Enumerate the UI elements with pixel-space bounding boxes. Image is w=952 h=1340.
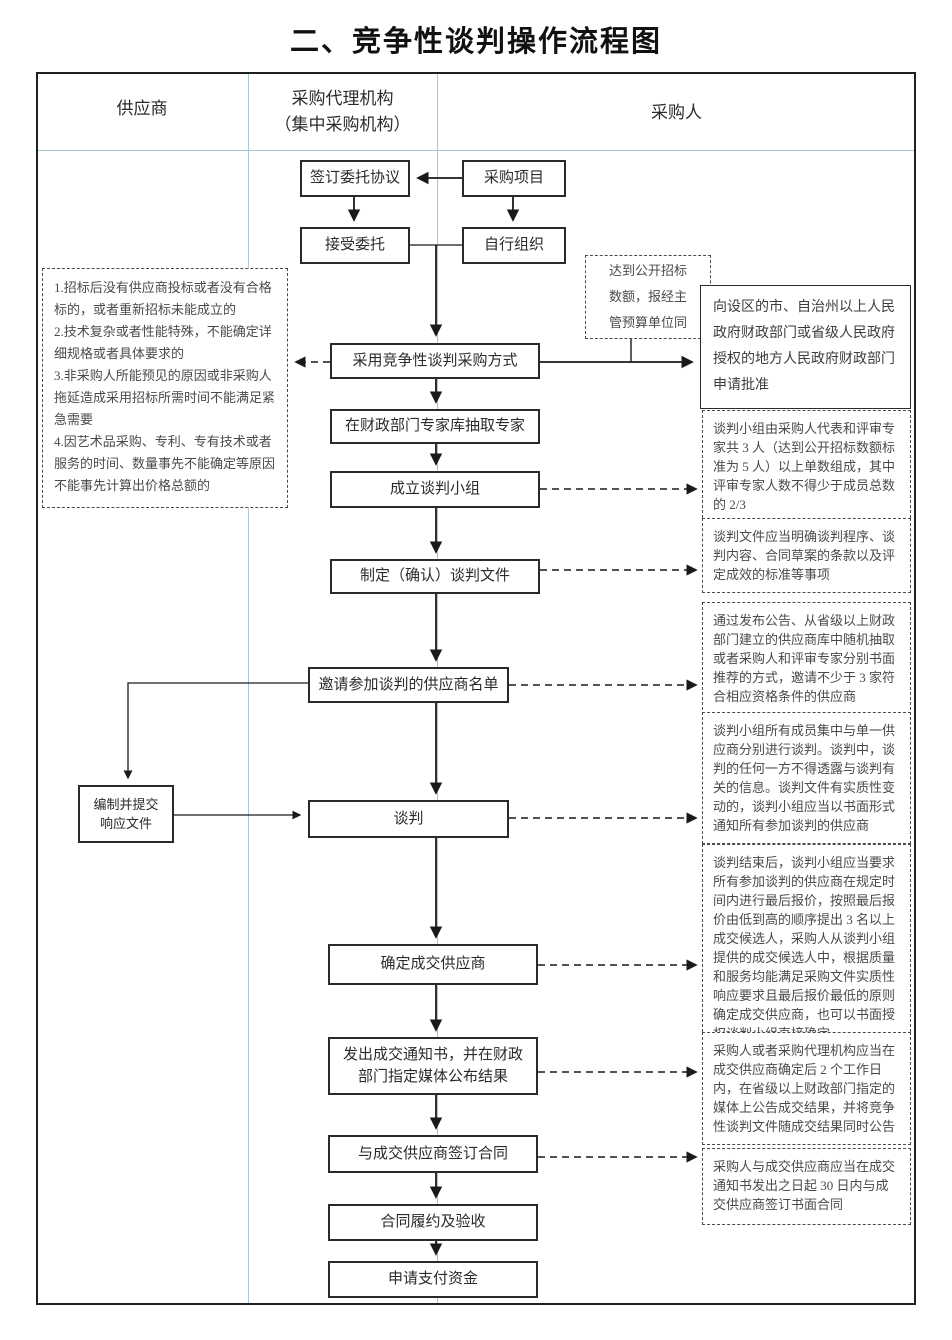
note-documents: 谈判文件应当明确谈判程序、谈判内容、合同草案的条款以及评定成效的标准等事项 (702, 518, 911, 593)
note-invite: 通过发布公告、从省级以上财政部门建立的供应商库中随机抽取或者采购人和评审专家分别… (702, 602, 911, 715)
lane-header-purchaser: 采购人 (651, 103, 702, 122)
column-divider-1 (248, 74, 249, 1303)
note-approval: 向设区的市、自治州以上人民政府财政部门或省级人民政府授权的地方人民政府财政部门申… (700, 285, 911, 409)
node-adopt-method: 采用竞争性谈判采购方式 (330, 343, 540, 379)
node-issue-notice: 发出成交通知书，并在财政部门指定媒体公布结果 (328, 1037, 538, 1095)
note-contract: 采购人与成交供应商应当在成交通知书发出之日起 30 日内与成交供应商签订书面合同 (702, 1148, 911, 1225)
node-apply-payment: 申请支付资金 (328, 1261, 538, 1298)
note-threshold: 达到公开招标 数额，报经主 管预算单位同 (585, 255, 711, 339)
page-title: 二、竞争性谈判操作流程图 (289, 26, 662, 58)
note-conditions-item-3: 3.非采购人所能预见的原因或非采购人拖延造成采用招标所需时间不能满足紧急需要 (54, 368, 276, 427)
lane-header-agency-line1: 采购代理机构 (291, 89, 394, 108)
note-conditions-item-1: 1.招标后没有供应商投标或者没有合格标的，或者重新招标未能成立的 (54, 280, 272, 317)
node-form-group: 成立谈判小组 (330, 471, 540, 508)
note-conditions-item-4: 4.因艺术品采购、专利、专有技术或者服务的时间、数量事先不能确定等原因不能事先计… (54, 434, 276, 493)
swimlane-frame (36, 72, 916, 1305)
node-invite-list: 邀请参加谈判的供应商名单 (308, 667, 509, 703)
node-negotiate: 谈判 (308, 800, 509, 838)
note-notice: 采购人或者采购代理机构应当在成交供应商确定后 2 个工作日内，在省级以上财政部门… (702, 1032, 911, 1145)
node-sign-agreement: 签订委托协议 (300, 160, 410, 197)
note-group: 谈判小组由采购人代表和评审专家共 3 人（达到公开招标数额标准为 5 人）以上单… (702, 410, 911, 523)
node-extract-experts: 在财政部门专家库抽取专家 (330, 409, 540, 444)
lane-header-agency-line2: （集中采购机构） (274, 115, 411, 135)
node-make-documents: 制定（确认）谈判文件 (330, 559, 540, 594)
node-procurement-project: 采购项目 (462, 160, 566, 197)
note-conditions: 1.招标后没有供应商投标或者没有合格标的，或者重新招标未能成立的 2.技术复杂或… (42, 268, 288, 508)
node-self-organize: 自行组织 (462, 227, 566, 264)
node-prepare-response: 编制并提交 响应文件 (78, 785, 174, 843)
lane-header-supplier: 供应商 (116, 99, 168, 118)
note-conditions-item-2: 2.技术复杂或者性能特殊，不能确定详细规格或者具体要求的 (54, 324, 272, 361)
node-contract-performance: 合同履约及验收 (328, 1204, 538, 1241)
note-negotiate: 谈判小组所有成员集中与单一供应商分别进行谈判。谈判中，谈判的任何一方不得透露与谈… (702, 712, 911, 844)
header-divider (38, 150, 914, 151)
node-sign-contract: 与成交供应商签订合同 (328, 1135, 538, 1173)
node-accept-entrustment: 接受委托 (300, 227, 410, 264)
lane-header-agency: 采购代理机构 （集中采购机构） (248, 86, 437, 139)
note-determine: 谈判结束后，谈判小组应当要求所有参加谈判的供应商在规定时间内进行最后报价，按照最… (702, 844, 911, 1052)
node-determine-supplier: 确定成交供应商 (328, 944, 538, 985)
